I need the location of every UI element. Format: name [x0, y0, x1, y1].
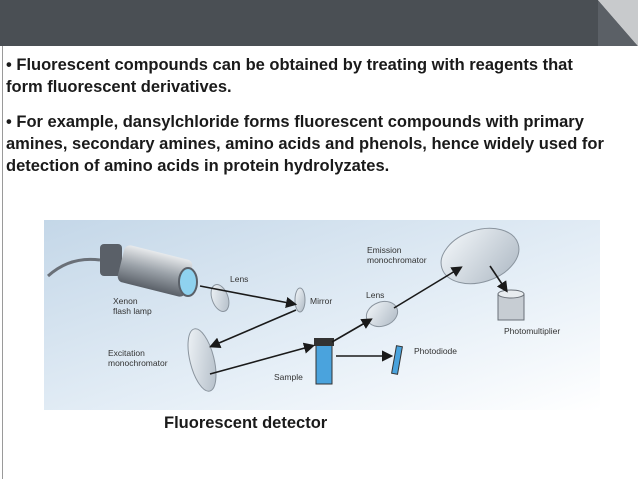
photodiode-label: Photodiode [414, 346, 457, 356]
lamp-label-1: Xenon [113, 296, 138, 306]
lens-2-label: Lens [366, 290, 384, 300]
beam-lens2-to-emission [393, 266, 463, 309]
beam-emission-to-pmt [489, 265, 508, 293]
beam-mirror-to-excitation [209, 309, 297, 348]
lamp-label-2: flash lamp [113, 306, 152, 316]
bullet-1: • Fluorescent compounds can be obtained … [6, 56, 573, 96]
beam-excitation-to-sample [209, 342, 316, 375]
photodiode [391, 345, 403, 375]
photomultiplier [497, 289, 525, 321]
bullet-2: • For example, dansylchloride forms fluo… [6, 113, 604, 175]
xenon-lamp [100, 244, 198, 297]
sample-label: Sample [274, 372, 303, 382]
mirror-label: Mirror [310, 296, 332, 306]
sample-cuvette [314, 338, 334, 385]
mirror [294, 287, 306, 313]
slide-left-border [2, 46, 3, 479]
excitation-label-2: monochromator [108, 358, 168, 368]
excitation-monochromator [187, 328, 217, 392]
lens-1-label: Lens [230, 274, 248, 284]
page-curl-corner [598, 0, 638, 46]
emission-label-1: Emission [367, 245, 402, 255]
beam-lamp-to-mirror [199, 285, 298, 308]
slide-header-bar [0, 0, 598, 46]
emission-label-2: monochromator [367, 255, 427, 265]
bullet-list: • Fluorescent compounds can be obtained … [6, 54, 606, 190]
figure-caption: Fluorescent detector [164, 414, 328, 432]
lamp-cable [46, 257, 101, 278]
excitation-label-1: Excitation [108, 348, 145, 358]
pmt-label: Photomultiplier [504, 326, 560, 336]
fluorescence-detector-diagram: Xenon flash lamp Lens Mirror Excitation … [44, 220, 600, 410]
beam-sample-to-lens2 [331, 318, 373, 343]
